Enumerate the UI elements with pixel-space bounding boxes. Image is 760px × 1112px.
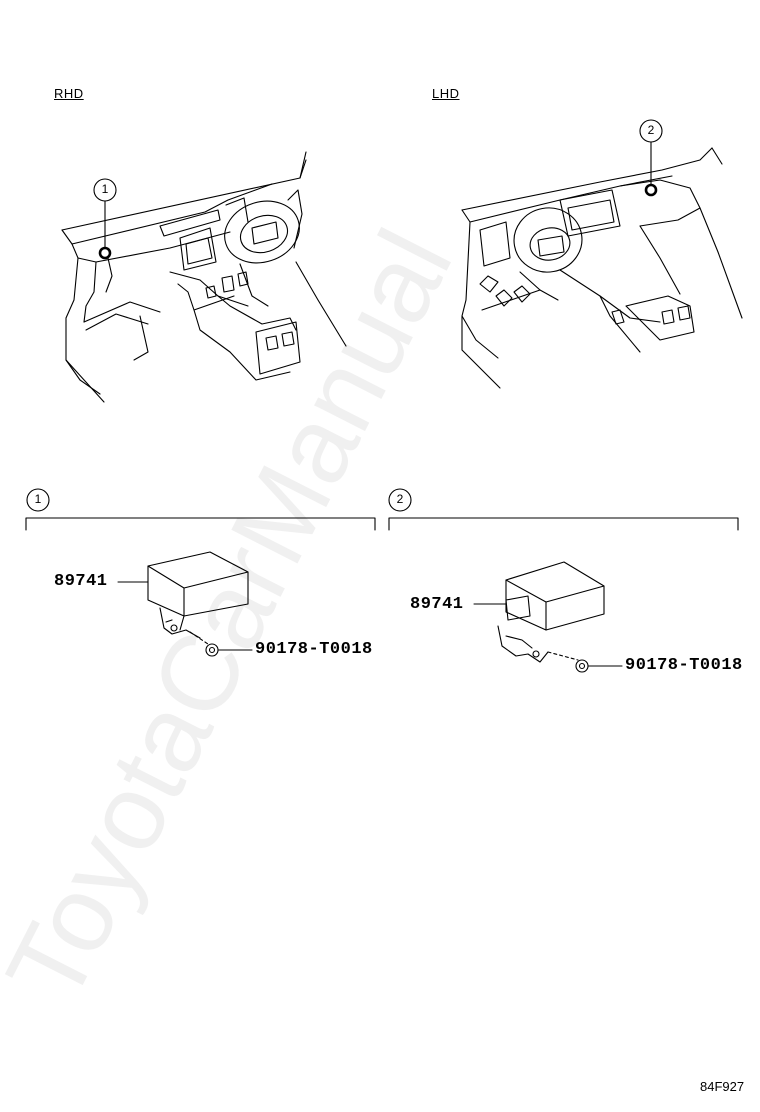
part-1-fastener-number[interactable]: 90178-T0018: [255, 640, 373, 659]
lhd-callout-number: 2: [647, 123, 655, 137]
part-2-number[interactable]: 89741: [410, 595, 464, 614]
rhd-callout: [93, 178, 117, 260]
part-1-bolt: [205, 643, 253, 657]
part-2-bolt: [575, 659, 623, 673]
part-2-fastener-number[interactable]: 90178-T0018: [625, 656, 743, 675]
rhd-label: RHD: [54, 86, 84, 101]
section-1-bracket: [25, 488, 376, 531]
section-1-number: 1: [34, 492, 42, 506]
lhd-label: LHD: [432, 86, 460, 101]
section-2-number: 2: [396, 492, 404, 506]
rhd-dashboard-illustration: [61, 151, 347, 403]
part-1-module: [117, 551, 249, 645]
section-2-bracket: [388, 488, 739, 531]
rhd-callout-number: 1: [101, 182, 109, 196]
figure-code: 84F927: [700, 1079, 745, 1094]
lhd-callout: [639, 119, 663, 197]
lhd-dashboard-illustration: [461, 147, 743, 389]
part-2-module: [473, 561, 605, 663]
part-1-number[interactable]: 89741: [54, 572, 108, 591]
